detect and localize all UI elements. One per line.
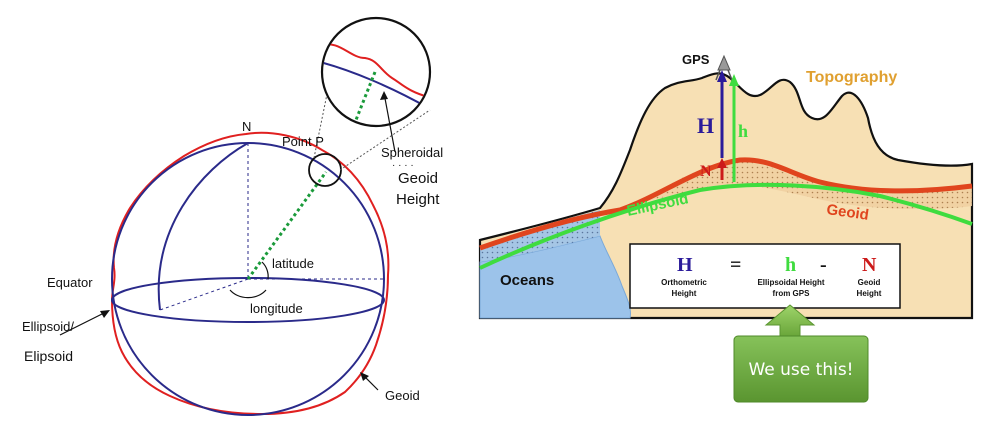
geoid-outline bbox=[110, 131, 390, 416]
gps-receiver-icon bbox=[715, 54, 733, 81]
formula-h-caption-1: Ellipsoidal Height bbox=[757, 278, 824, 287]
formula-N-caption-1: Geoid bbox=[858, 278, 881, 287]
left-ellipsoid-diagram: N Point P Spheroidal · · · · Geoid Heigh… bbox=[22, 16, 443, 416]
H-label: H bbox=[697, 113, 714, 138]
formula-H: H bbox=[677, 254, 693, 276]
formula-equals: = bbox=[730, 254, 741, 276]
formula-H-caption-1: Orthometric bbox=[661, 278, 707, 287]
gps-label: GPS bbox=[682, 52, 710, 67]
callout-box bbox=[733, 335, 869, 403]
latitude-label: latitude bbox=[272, 256, 314, 271]
topography-label: Topography bbox=[806, 69, 897, 86]
longitude-label: longitude bbox=[250, 301, 303, 316]
geoid-label-right: Geoid bbox=[825, 201, 869, 224]
formula-h-caption-2: from GPS bbox=[773, 289, 811, 298]
ellipsoid-label-2: Elipsoid bbox=[24, 348, 73, 364]
formula-H-caption-2: Height bbox=[672, 289, 697, 298]
we-use-this-callout: We use this! bbox=[733, 304, 869, 403]
meridian-arc bbox=[157, 142, 249, 311]
formula-N-caption-2: Height bbox=[857, 289, 882, 298]
formula-box: H = h - N Orthometric Height Ellipsoidal… bbox=[629, 243, 901, 309]
formula-N: N bbox=[862, 254, 877, 276]
ellipsoid-label-1: Ellipsoid/ bbox=[22, 319, 74, 334]
geoid-curve bbox=[479, 157, 973, 251]
geoid-height-label-1: Geoid bbox=[398, 170, 438, 187]
formula-h: h bbox=[785, 254, 796, 276]
geoid-label-left: Geoid bbox=[385, 388, 420, 403]
equator-ellipse bbox=[111, 277, 385, 323]
svg-text:· · · ·: · · · · bbox=[392, 160, 414, 171]
zoom-circle bbox=[320, 16, 432, 128]
geoid-height-label-2: Height bbox=[396, 191, 440, 208]
spheroidal-label: Spheroidal bbox=[381, 145, 443, 160]
equator-label: Equator bbox=[47, 275, 93, 290]
ellipsoid-curve bbox=[479, 182, 973, 270]
callout-text: We use this! bbox=[748, 360, 853, 380]
north-label: N bbox=[242, 119, 251, 134]
h-label: h bbox=[738, 121, 748, 141]
right-height-diagram: GPS Topography H h N Ellipsoid Geoid Oce… bbox=[478, 52, 974, 320]
point-p-label: Point P bbox=[282, 134, 324, 149]
N-label: N bbox=[700, 163, 712, 180]
oceans-label: Oceans bbox=[500, 272, 554, 289]
formula-minus: - bbox=[820, 254, 827, 276]
point-p-circle bbox=[308, 153, 342, 187]
